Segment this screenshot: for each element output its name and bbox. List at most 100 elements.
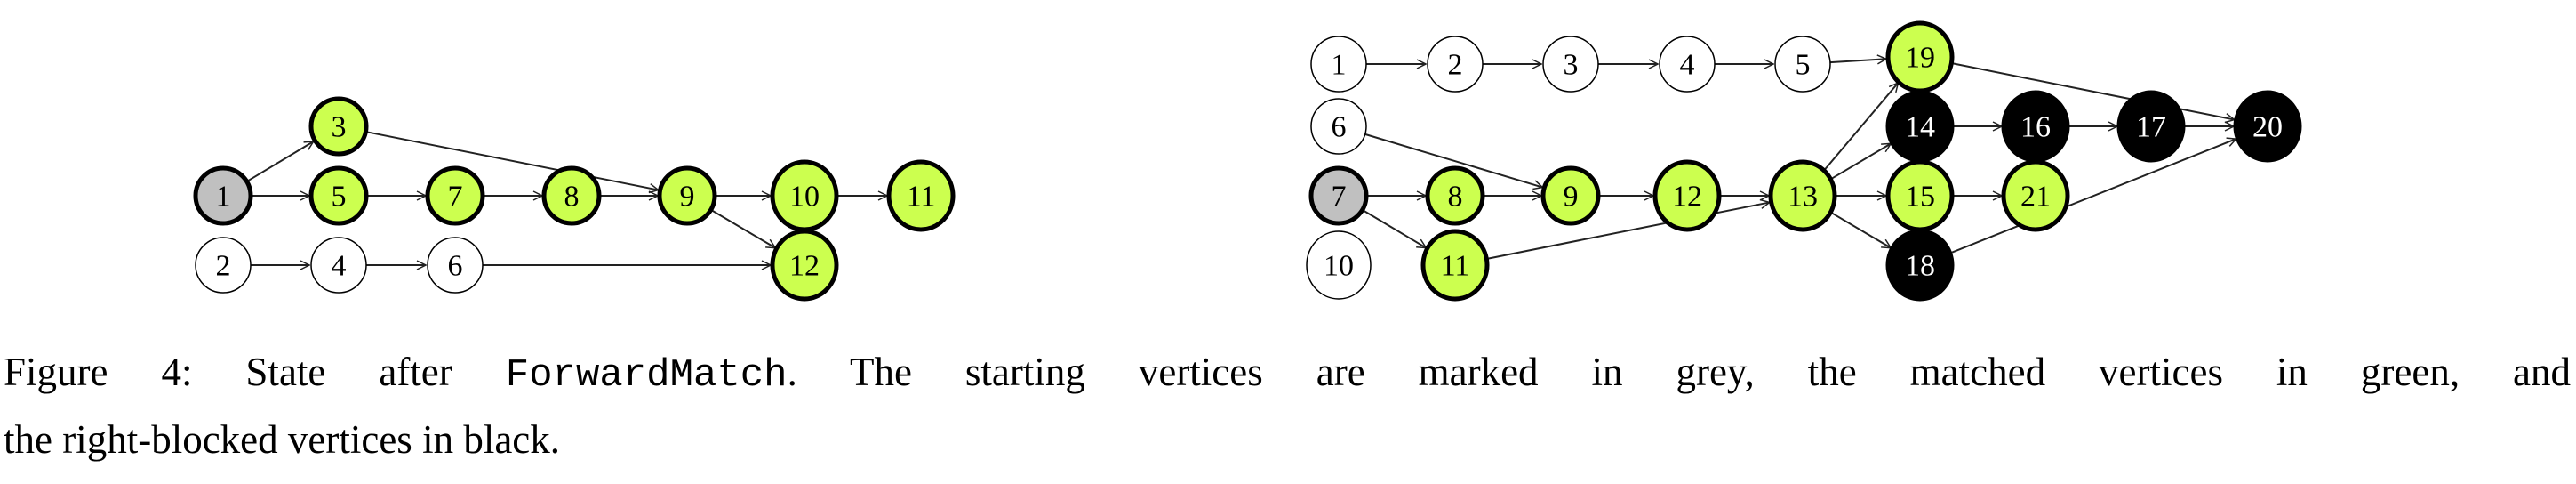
vertex-label: 10 — [789, 181, 820, 214]
left-graph-vertex-12: 12 — [770, 229, 839, 302]
left-graph-edge-1-to-3 — [246, 141, 314, 182]
vertex-circle — [1768, 159, 1837, 232]
vertex-label: 11 — [1441, 250, 1470, 283]
caption-rest: . The starting vertices are marked in gr… — [787, 350, 2571, 394]
right-graph-edge-11-to-13 — [1486, 202, 1769, 260]
vertex-circle — [1425, 165, 1485, 226]
right-graph-vertex-12: 12 — [1652, 159, 1722, 232]
vertex-circle — [2116, 90, 2186, 163]
right-graph-vertex-9: 9 — [1540, 165, 1601, 226]
vertex-circle — [310, 237, 367, 294]
left-graph-vertex-11: 11 — [886, 159, 956, 232]
left-graph-vertex-7: 7 — [425, 165, 485, 226]
right-graph-vertex-7: 7 — [1308, 165, 1369, 226]
vertex-label: 11 — [907, 181, 936, 214]
left-graph-vertex-9: 9 — [657, 165, 717, 226]
vertex-circle — [770, 229, 839, 302]
right-graph-vertex-6: 6 — [1310, 98, 1367, 155]
right-graph-vertex-19: 19 — [1885, 20, 1955, 93]
left-graph-vertex-4: 4 — [310, 237, 367, 294]
right-graph-vertex-3: 3 — [1542, 36, 1599, 93]
vertex-label: 10 — [1324, 250, 1354, 283]
vertex-circle — [886, 159, 956, 232]
vertex-label: 7 — [1332, 181, 1347, 214]
vertex-circle — [1540, 165, 1601, 226]
vertex-label: 9 — [680, 181, 695, 214]
figure-caption-line-2: the right-blocked vertices in black. — [4, 417, 561, 462]
vertex-label: 15 — [1905, 181, 1935, 214]
left-graph-vertex-8: 8 — [541, 165, 602, 226]
vertex-label: 3 — [332, 111, 347, 144]
vertex-label: 1 — [1332, 49, 1347, 82]
vertex-label: 8 — [564, 181, 580, 214]
vertex-label: 4 — [332, 250, 347, 283]
vertex-circle — [308, 165, 369, 226]
vertex-circle — [1310, 36, 1367, 93]
vertex-label: 12 — [789, 250, 820, 283]
right-graph-edge-13-to-18 — [1829, 211, 1891, 249]
vertex-label: 19 — [1905, 42, 1935, 75]
right-graph-vertex-8: 8 — [1425, 165, 1485, 226]
vertex-circle — [1652, 159, 1722, 232]
caption-prefix: Figure 4: State after — [4, 350, 506, 394]
vertex-label: 6 — [1332, 111, 1347, 144]
vertex-label: 9 — [1564, 181, 1579, 214]
right-graph-vertex-11: 11 — [1420, 229, 1490, 302]
right-graph-vertex-14: 14 — [1885, 90, 1955, 163]
right-graph-edge-13-to-14 — [1829, 142, 1891, 181]
vertex-label: 5 — [332, 181, 347, 214]
right-graph-vertex-2: 2 — [1427, 36, 1484, 93]
left-graph-edge-3-to-9 — [365, 131, 658, 190]
vertex-circle — [1420, 229, 1490, 302]
vertex-circle — [195, 237, 252, 294]
left-graph-vertex-5: 5 — [308, 165, 369, 226]
left-graph-edge-9-to-12 — [710, 208, 776, 249]
left-graph-vertex-2: 2 — [195, 237, 252, 294]
vertex-circle — [425, 165, 485, 226]
vertex-circle — [2233, 90, 2302, 163]
left-graph-vertex-3: 3 — [308, 96, 369, 157]
vertex-label: 8 — [1448, 181, 1463, 214]
right-graph-edge-5-to-19 — [1829, 59, 1886, 62]
vertex-label: 12 — [1672, 181, 1702, 214]
vertex-circle — [1774, 36, 1831, 93]
vertex-label: 2 — [216, 250, 231, 283]
vertex-circle — [1427, 36, 1484, 93]
right-graph-vertex-21: 21 — [2001, 159, 2070, 232]
vertex-circle — [1310, 98, 1367, 155]
vertex-circle — [427, 237, 484, 294]
vertex-label: 20 — [2252, 111, 2283, 144]
vertex-label: 4 — [1680, 49, 1695, 82]
vertex-circle — [541, 165, 602, 226]
right-graph-vertex-10: 10 — [1306, 230, 1372, 300]
right-graph-edge-13-to-19 — [1822, 83, 1898, 173]
vertex-label: 6 — [448, 250, 463, 283]
right-graph-edge-7-to-11 — [1362, 209, 1427, 249]
vertex-circle — [308, 96, 369, 157]
right-graph-vertex-20: 20 — [2233, 90, 2302, 163]
right-graph-vertex-4: 4 — [1659, 36, 1716, 93]
vertex-circle — [193, 165, 253, 226]
vertex-label: 3 — [1564, 49, 1579, 82]
right-graph-vertex-18: 18 — [1885, 229, 1955, 302]
vertex-label: 21 — [2020, 181, 2051, 214]
vertex-circle — [1542, 36, 1599, 93]
vertex-circle — [1885, 229, 1955, 302]
left-graph-vertex-6: 6 — [427, 237, 484, 294]
vertex-label: 7 — [448, 181, 463, 214]
figure-caption-line-1: Figure 4: State after ForwardMatch. The … — [4, 349, 2571, 398]
left-graph-vertex-1: 1 — [193, 165, 253, 226]
left-graph-vertex-10: 10 — [770, 159, 839, 232]
right-graph-edge-18-to-20 — [1949, 139, 2236, 254]
vertex-label: 17 — [2136, 111, 2166, 144]
vertex-label: 1 — [216, 181, 231, 214]
right-graph-vertex-1: 1 — [1310, 36, 1367, 93]
right-graph-vertex-16: 16 — [2001, 90, 2070, 163]
vertex-label: 14 — [1905, 111, 1935, 144]
vertex-label: 18 — [1905, 250, 1935, 283]
vertex-label: 2 — [1448, 49, 1463, 82]
vertex-circle — [657, 165, 717, 226]
right-graph-vertex-15: 15 — [1885, 159, 1955, 232]
